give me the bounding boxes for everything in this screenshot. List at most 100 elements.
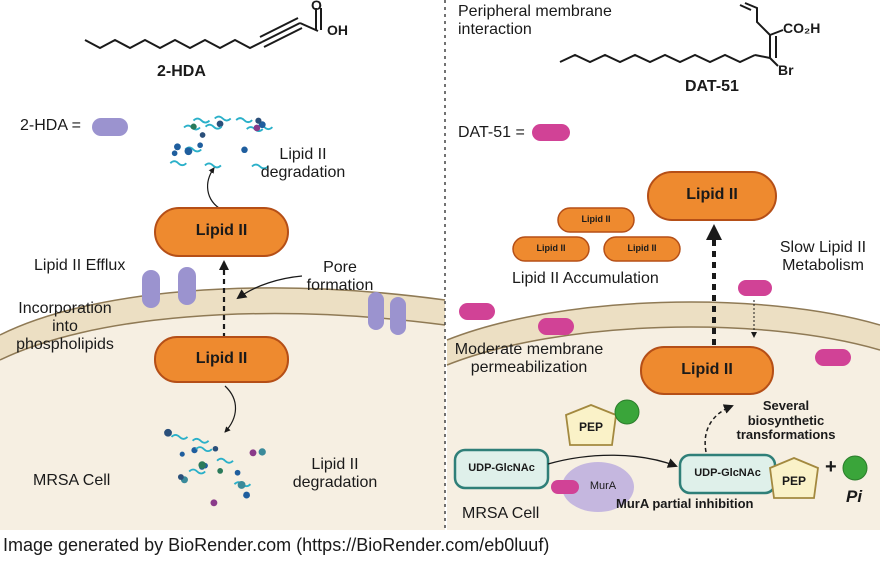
fragment-dot [164, 428, 172, 437]
fragment-dot [249, 449, 257, 457]
right-membrane-outer-line [446, 301, 880, 341]
mura-label: MurA [589, 480, 617, 492]
fragment-dot [174, 143, 181, 151]
fragment-dot [241, 146, 248, 154]
degradation-bottom-label: Lipid II degradation [292, 456, 378, 491]
hda-legend-pill [92, 118, 128, 136]
pep-top-shape [565, 404, 617, 446]
hda-acid-label: OH [327, 22, 348, 38]
fragment-dot [212, 445, 219, 452]
biorender-credit: Image generated by BioRender.com (https:… [3, 535, 550, 555]
fragment-dot [184, 147, 193, 156]
fragment-dot [258, 121, 266, 129]
pore-pill-1 [368, 292, 384, 330]
dat51-pill-slow [738, 280, 772, 296]
fragment-dot [210, 499, 218, 507]
hda-triple-bond-3 [259, 17, 299, 38]
mura-reaction-arrow [547, 454, 678, 468]
small-lipid-1 [557, 207, 635, 233]
pore-pill-2 [390, 297, 406, 335]
lipid-ii-membrane-left [154, 336, 289, 383]
dat51-bromo-label: Br [778, 62, 794, 78]
pep-bottom-text: PEP [781, 474, 806, 488]
fragment-dot [234, 469, 241, 476]
dat51-allyl-double [739, 4, 752, 11]
mura-enzyme [562, 462, 634, 512]
lipid-ii-top-right [647, 171, 777, 221]
small-lipid-1-text: Lipid II [581, 214, 611, 224]
hda-legend-label: 2-HDA = [20, 117, 81, 134]
dat51-compound-name: DAT-51 [685, 78, 739, 95]
small-lipid-3 [603, 236, 681, 262]
hda-alkyl-chain [84, 38, 263, 50]
hda-compound-name: 2-HDA [157, 63, 206, 80]
pore-formation-label: Pore formation [306, 259, 374, 294]
fragment-squiggle [216, 457, 234, 464]
pep-bottom-shape [769, 457, 819, 499]
fragment-dot [179, 451, 185, 457]
fragment-dot [243, 491, 250, 499]
lipid-ii-membrane-left-text: Lipid II [195, 350, 248, 367]
fragment-squiggle [214, 115, 232, 122]
left-cell-label: MRSA Cell [33, 472, 111, 489]
fragment-squiggle [204, 162, 222, 169]
mura-dat51-pill [551, 480, 579, 494]
fragment-dot [217, 468, 224, 474]
hda-triple-bond-1 [261, 22, 301, 43]
udp-glcnac-left-box [453, 448, 550, 490]
slow-metabolism-label: Slow Lipid II Metabolism [779, 239, 867, 274]
fragment-dot [198, 461, 206, 469]
small-lipid-3-text: Lipid II [627, 243, 657, 253]
degradation-particles-bottom [164, 428, 266, 507]
fragment-dot [197, 142, 203, 149]
fragment-dot [216, 120, 224, 128]
plus-sign: + [825, 456, 837, 478]
right-membrane-inner-line [446, 326, 880, 366]
efflux-label: Lipid II Efflux [34, 257, 126, 274]
fragment-dot [199, 132, 206, 138]
lipid-ii-lower-right [640, 346, 774, 395]
lipid-ii-top-left [154, 207, 289, 257]
fragment-dot [255, 117, 262, 124]
hda-structure [84, 8, 322, 50]
incorporation-label: Incorporation into phospholipids [16, 300, 114, 353]
permeabilization-label: Moderate membrane permeabilization [454, 341, 604, 376]
fragment-squiggle [192, 117, 211, 124]
fragment-dot [190, 123, 197, 130]
dat51-acid-label: CO₂H [783, 20, 821, 36]
pore-formation-arrow [236, 275, 303, 300]
pep-top-text: PEP [578, 420, 603, 434]
left-cell-interior [0, 313, 445, 530]
fragment-squiggle [170, 434, 189, 440]
fragment-dot [258, 448, 266, 456]
dat51-structure [559, 2, 784, 67]
fragment-squiggle [251, 163, 269, 170]
dat51-c-br [769, 57, 779, 67]
lipid-ii-lower-right-text: Lipid II [681, 361, 733, 378]
degradation-top-label: Lipid II degradation [260, 146, 346, 181]
dat51-pill-membrane-2 [538, 318, 574, 335]
dat51-legend-label: DAT-51 = [458, 124, 525, 141]
hda-triple-bond-2 [263, 27, 303, 48]
dat51-chain-to-alkene [754, 54, 771, 59]
transformations-label: Several biosynthetic transformations [736, 398, 836, 443]
dat51-alkyl-chain [559, 53, 756, 64]
fragment-squiggle [235, 117, 253, 124]
efflux-pill-1 [142, 270, 160, 308]
fragment-squiggle [195, 446, 213, 453]
small-lipid-2 [512, 236, 590, 262]
fragment-squiggle [188, 468, 206, 475]
mura-inhibition-label: MurA partial inhibition [616, 496, 754, 511]
small-lipid-2-text: Lipid II [536, 243, 566, 253]
dat51-c-cooh [769, 29, 784, 36]
lipid-ii-top-left-text: Lipid II [195, 222, 248, 239]
degradation-arrow-bottom [224, 385, 237, 433]
phosphate-dot-top [614, 399, 640, 425]
dat51-legend-pill [532, 124, 570, 141]
accumulation-label: Lipid II Accumulation [512, 270, 659, 287]
phosphate-dot-right [842, 455, 868, 481]
dat51-pill-right [815, 349, 851, 366]
efflux-pill-2 [178, 267, 196, 305]
